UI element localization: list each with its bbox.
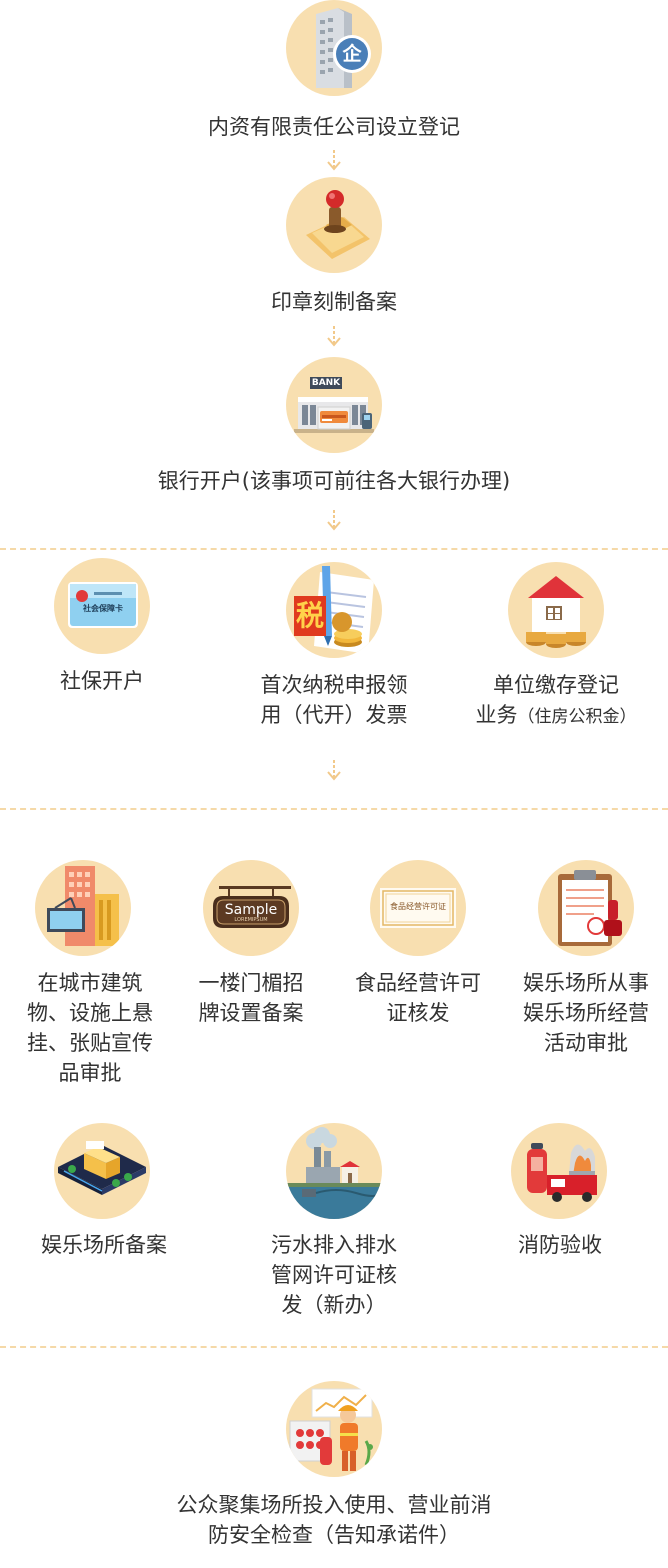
step-public-fire-check[interactable]: 公众聚集场所投入使用、营业前消 防安全检查（告知承诺件） (84, 1490, 584, 1550)
clipboard-approval-icon (538, 860, 634, 956)
step-tax-invoice[interactable]: 首次纳税申报领 用（代开）发票 (224, 670, 444, 730)
step-housing-fund[interactable]: 单位缴存登记 业务（住房公积金） (440, 670, 668, 732)
ads-line-3: 挂、张贴宣传 (27, 1031, 153, 1055)
firefighter-icon (286, 1381, 382, 1477)
step-outdoor-ads-approval[interactable]: 在城市建筑 物、设施上悬 挂、张贴宣传 品审批 (4, 968, 176, 1088)
sign-sub-text: LOREMIPSUM (234, 917, 268, 923)
arrow-down-icon (327, 510, 341, 532)
step-company-registration[interactable]: 内资有限责任公司设立登记 (208, 115, 460, 139)
certificate-icon: 食品经营许可证 (370, 860, 466, 956)
housing-line-2-note: （住房公积金） (517, 707, 637, 727)
step-shop-sign-filing[interactable]: 一楼门楣招 牌设置备案 (176, 968, 326, 1028)
social-security-card-icon: 社会保障卡 (54, 558, 150, 654)
building-billboard-icon (35, 860, 131, 956)
step-food-license[interactable]: 食品经营许可 证核发 (338, 968, 498, 1028)
tax-icon: 税 (286, 562, 382, 658)
step-sewage-permit[interactable]: 污水排入排水 管网许可证核 发（新办） (224, 1230, 444, 1320)
arrow-down-icon (327, 150, 341, 172)
section-divider (0, 1346, 668, 1348)
public-fire-line-1: 公众聚集场所投入使用、营业前消 (176, 1493, 492, 1517)
step-fire-acceptance[interactable]: 消防验收 (518, 1233, 602, 1257)
ent-approval-line-3: 活动审批 (544, 1031, 628, 1055)
housing-line-1: 单位缴存登记 (493, 673, 619, 697)
bank-sign-text: BANK (311, 378, 341, 388)
step-bank-account[interactable]: 银行开户(该事项可前往各大银行办理) (157, 469, 511, 493)
public-fire-line-2: 防安全检查（告知承诺件） (208, 1523, 460, 1547)
certificate-text: 食品经营许可证 (390, 902, 446, 911)
sewage-line-2: 管网许可证核 (271, 1263, 397, 1287)
ads-line-4: 品审批 (58, 1061, 122, 1085)
food-line-1: 食品经营许可 (355, 971, 481, 995)
sign-line-2: 牌设置备案 (198, 1001, 304, 1025)
section-divider (0, 808, 668, 810)
sewage-line-1: 污水排入排水 (271, 1233, 397, 1257)
tax-char: 税 (295, 599, 324, 632)
step-social-security[interactable]: 社保开户 (60, 669, 144, 693)
shop-sign-icon: Sample LOREMIPSUM (203, 860, 299, 956)
ent-approval-line-1: 娱乐场所从事 (523, 971, 649, 995)
office-building-icon: 企 (286, 0, 382, 96)
seal-stamp-icon (286, 177, 382, 273)
ent-approval-line-2: 娱乐场所经营 (523, 1001, 649, 1025)
house-coins-icon (508, 562, 604, 658)
ads-line-2: 物、设施上悬 (27, 1001, 153, 1025)
step-seal-filing[interactable]: 印章刻制备案 (271, 290, 397, 314)
arrow-down-icon (327, 326, 341, 348)
bank-icon: BANK (286, 357, 382, 453)
card-text: 社会保障卡 (83, 604, 123, 613)
company-badge-text: 企 (342, 43, 362, 65)
tax-line-1: 首次纳税申报领 (260, 673, 408, 697)
step-entertainment-filing[interactable]: 娱乐场所备案 (41, 1233, 167, 1257)
step-entertainment-approval[interactable]: 娱乐场所从事 娱乐场所经营 活动审批 (500, 968, 668, 1058)
fire-truck-icon (511, 1123, 607, 1219)
food-line-2: 证核发 (386, 1001, 450, 1025)
factory-sewage-icon (286, 1123, 382, 1219)
arrow-down-icon (327, 760, 341, 782)
ads-line-1: 在城市建筑 (37, 971, 143, 995)
housing-line-2: 业务（住房公积金） (440, 700, 668, 732)
sewage-line-3: 发（新办） (281, 1293, 387, 1317)
section-divider (0, 548, 668, 550)
isometric-city-icon (54, 1123, 150, 1219)
sign-line-1: 一楼门楣招 (198, 971, 304, 995)
tax-line-2: 用（代开）发票 (260, 703, 408, 727)
housing-line-2-main: 业务 (475, 703, 518, 727)
sign-main-text: Sample (224, 902, 278, 918)
